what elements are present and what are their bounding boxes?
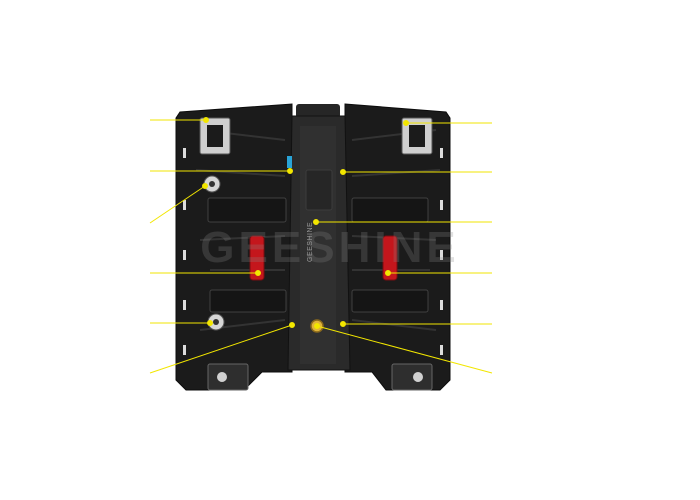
leader-dot <box>203 117 209 123</box>
power-connectors <box>203 175 225 331</box>
lock-brackets <box>207 197 429 313</box>
leader-dot <box>385 270 391 276</box>
right-rail <box>440 148 443 355</box>
leader-dot <box>314 323 320 329</box>
cabinet-body <box>175 103 451 391</box>
handle-icon <box>249 235 265 281</box>
leader-line <box>149 185 206 224</box>
corner-lock-icon <box>207 363 249 391</box>
handle-icon <box>382 235 398 281</box>
corner-lock-icon <box>391 363 433 391</box>
leader-line <box>316 325 493 374</box>
signal-connector-icon <box>287 156 292 168</box>
callout-leaders <box>149 117 493 374</box>
leader-dot <box>207 320 213 326</box>
leader-dot <box>340 169 346 175</box>
watermark-text: GEESHINE <box>200 223 459 272</box>
leader-dot <box>255 270 261 276</box>
handles <box>249 235 398 281</box>
leader-dot <box>289 322 295 328</box>
brand-plate-text: GEESHINE <box>307 222 314 262</box>
top-tab <box>296 104 340 118</box>
corner-locks <box>199 117 433 391</box>
leader-dot <box>287 168 293 174</box>
leader-line <box>149 324 293 374</box>
leader-dot <box>403 120 409 126</box>
spine-upper-box <box>305 169 333 211</box>
left-rail <box>183 148 186 355</box>
leader-dot <box>313 219 319 225</box>
leader-dot <box>202 183 208 189</box>
leader-dot <box>340 321 346 327</box>
